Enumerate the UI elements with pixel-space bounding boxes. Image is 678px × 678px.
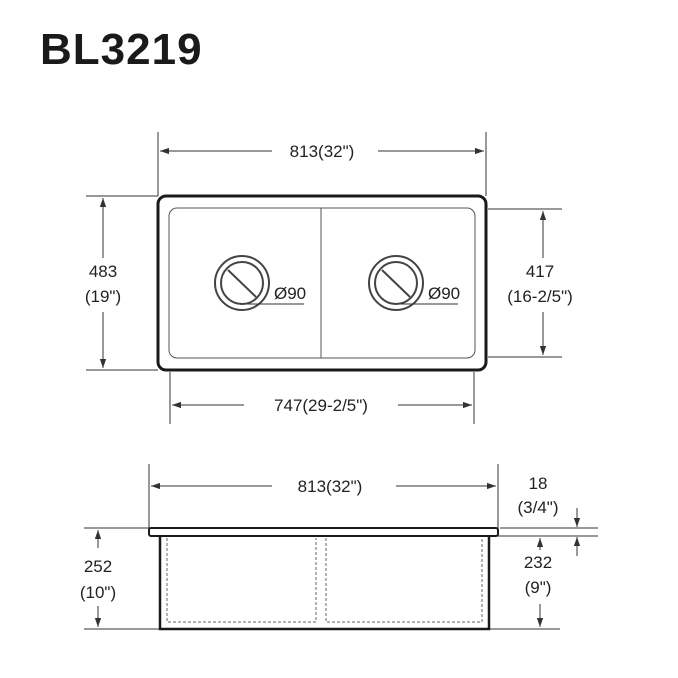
flange-mm-label: 18	[529, 474, 548, 493]
drain-left: Ø90	[214, 255, 306, 311]
bowl-outline	[168, 207, 476, 359]
bowl-width-label: 747(29-2/5")	[274, 396, 368, 415]
flange-in-label: (3/4")	[518, 498, 559, 517]
drain-inner-icon	[374, 261, 418, 305]
side-overall-width-label: 813(32")	[298, 477, 363, 496]
drain-slash-icon	[227, 269, 257, 298]
drain-slash-icon	[381, 269, 411, 298]
drain-inner-icon	[220, 261, 264, 305]
bowl-height-mm-label: 232	[524, 553, 552, 572]
overall-depth-mm-label: 483	[89, 262, 117, 281]
total-height-in-label: (10")	[80, 583, 116, 602]
sink-flange	[148, 527, 499, 537]
side-view: 813(32") 18 (3/4") 232 (9") 252 (10")	[80, 464, 598, 631]
bowl-hidden-right	[325, 538, 483, 623]
overall-width-label: 813(32")	[290, 142, 355, 161]
top-view: 813(32") 483 (19") 417 (16-2/5") 747(29-…	[85, 132, 573, 424]
drain-right-label: Ø90	[428, 284, 460, 303]
bowl-depth-mm-label: 417	[526, 262, 554, 281]
drain-right: Ø90	[368, 255, 460, 311]
drain-outer-icon	[368, 255, 424, 311]
sink-outline	[156, 194, 488, 372]
model-title: BL3219	[40, 25, 203, 74]
overall-depth-in-label: (19")	[85, 287, 121, 306]
drain-left-label: Ø90	[274, 284, 306, 303]
bowl-height-in-label: (9")	[525, 578, 552, 597]
drain-outer-icon	[214, 255, 270, 311]
sink-body	[158, 536, 491, 631]
total-height-mm-label: 252	[84, 557, 112, 576]
bowl-hidden-left	[166, 538, 317, 623]
bowl-depth-in-label: (16-2/5")	[507, 287, 573, 306]
